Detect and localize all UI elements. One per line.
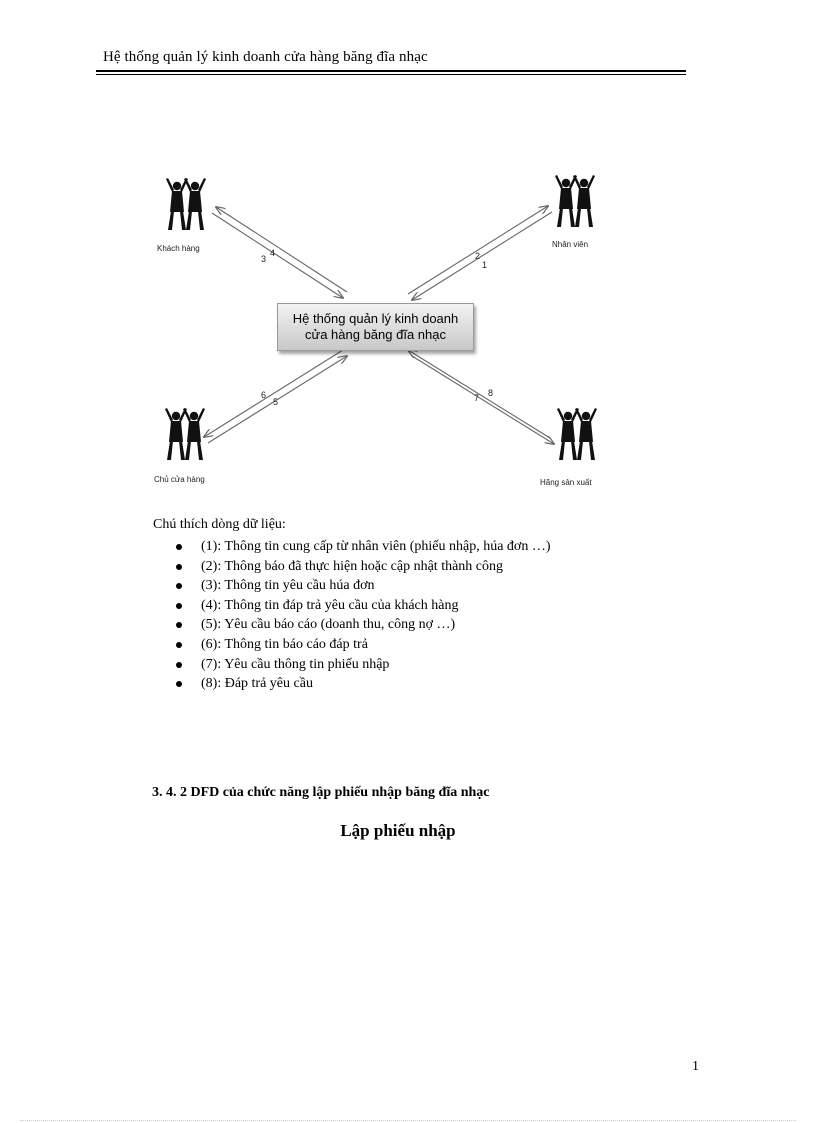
legend-item-text: (6): Thông tin báo cáo đáp trả xyxy=(201,636,368,652)
customer-actor-icon xyxy=(166,178,206,230)
legend-item: (2): Thông báo đã thực hiện hoặc cập nhậ… xyxy=(174,557,551,577)
legend-item-text: (8): Đáp trả yêu cầu xyxy=(201,676,313,692)
flow-label-4: 4 xyxy=(270,248,276,258)
bullet-icon xyxy=(176,622,182,629)
legend-item: (5): Yêu cầu báo cáo (doanh thu, công nợ… xyxy=(174,615,551,635)
legend-item: (8): Đáp trả yêu cầu xyxy=(174,674,551,694)
flow-arrow-2 xyxy=(407,206,548,295)
bullet-icon xyxy=(176,563,182,570)
legend-item-text: (2): Thông báo đã thực hiện hoặc cập nhậ… xyxy=(201,558,504,574)
actor-label-owner: Chủ cửa hàng xyxy=(154,475,205,484)
running-header: Hệ thống quản lý kinh doanh cửa hàng băn… xyxy=(103,49,428,65)
legend-list: (1): Thông tin cung cấp từ nhân viên (ph… xyxy=(174,537,551,694)
header-rule xyxy=(96,70,686,72)
owner-actor-icon xyxy=(165,408,205,460)
legend-item: (3): Thông tin yêu cầu húa đơn xyxy=(174,576,551,596)
page-number: 1 xyxy=(692,1059,699,1074)
flow-label-3: 3 xyxy=(261,254,267,264)
header-rule-thin xyxy=(96,74,686,75)
legend-item-text: (7): Yêu cầu thông tin phiếu nhập xyxy=(201,656,390,672)
page-bottom-edge xyxy=(20,1120,796,1121)
flow-label-1: 1 xyxy=(482,260,488,270)
bullet-icon xyxy=(176,602,182,609)
flow-arrow-6 xyxy=(204,349,344,437)
actor-label-staff: Nhân viên xyxy=(552,240,589,249)
data-flow-arrows xyxy=(204,206,554,444)
actor-label-producer: Hãng sản xuất xyxy=(540,478,592,487)
actor-label-customer: Khách hàng xyxy=(157,244,200,253)
legend-item-text: (3): Thông tin yêu cầu húa đơn xyxy=(201,578,375,594)
flow-label-2: 2 xyxy=(475,251,481,261)
bullet-icon xyxy=(176,544,182,550)
legend-title: Chú thích dòng dữ liệu: xyxy=(153,517,286,532)
bullet-icon xyxy=(176,641,182,648)
flow-label-8: 8 xyxy=(488,388,494,398)
legend-item: (4): Thông tin đáp trả yêu cầu của khách… xyxy=(174,596,551,616)
staff-actor-icon xyxy=(555,175,595,227)
bullet-icon xyxy=(176,661,182,668)
bullet-icon xyxy=(176,583,182,590)
bullet-icon xyxy=(176,681,182,688)
diagram-title: Lập phiếu nhập xyxy=(340,821,456,840)
legend-item: (7): Yêu cầu thông tin phiếu nhập xyxy=(174,655,551,675)
legend-item-text: (4): Thông tin đáp trả yêu cầu của khách… xyxy=(201,597,459,613)
legend-item-text: (1): Thông tin cung cấp từ nhân viên (ph… xyxy=(201,539,551,554)
flow-arrow-1 xyxy=(412,211,553,300)
flow-label-7: 7 xyxy=(474,393,480,403)
context-diagram: Hệ thống quản lý kinh doanh cửa hàng băn… xyxy=(140,160,630,500)
flow-label-6: 6 xyxy=(261,390,267,400)
flow-arrow-5 xyxy=(207,356,347,444)
system-process-line1: Hệ thống quản lý kinh doanh xyxy=(292,311,459,326)
section-heading: 3. 4. 2 DFD của chức năng lập phiếu nhập… xyxy=(152,785,490,800)
flow-arrow-3 xyxy=(211,212,343,298)
producer-actor-icon xyxy=(557,408,597,460)
flow-arrow-7 xyxy=(411,355,554,444)
legend-item-text: (5): Yêu cầu báo cáo (doanh thu, công nợ… xyxy=(201,617,456,633)
flow-label-5: 5 xyxy=(273,397,279,407)
system-process-box: Hệ thống quản lý kinh doanh cửa hàng băn… xyxy=(277,303,474,351)
legend-item: (1): Thông tin cung cấp từ nhân viên (ph… xyxy=(174,537,551,557)
system-process-line2: cửa hàng băng đĩa nhạc xyxy=(305,327,446,342)
flow-arrow-8 xyxy=(408,350,551,439)
legend-item: (6): Thông tin báo cáo đáp trả xyxy=(174,635,551,655)
flow-arrow-4 xyxy=(216,207,348,293)
